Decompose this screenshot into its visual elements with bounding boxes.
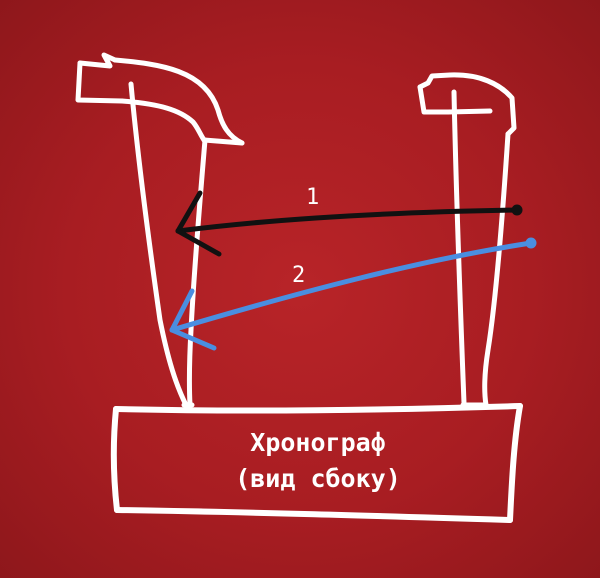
left-hook-cap xyxy=(75,52,245,146)
base-box-label: Хронограф (вид сбоку) xyxy=(118,425,518,497)
arrow-2 xyxy=(169,237,537,351)
arrow-1-label: 1 xyxy=(306,185,320,210)
left-pole xyxy=(128,81,208,408)
right-cap xyxy=(417,72,517,137)
arrow-1 xyxy=(175,190,523,257)
base-box xyxy=(110,403,523,523)
arrow-2-label: 2 xyxy=(292,263,306,288)
base-subtitle: (вид сбоку) xyxy=(235,464,401,493)
base-title: Хронограф xyxy=(250,428,386,457)
